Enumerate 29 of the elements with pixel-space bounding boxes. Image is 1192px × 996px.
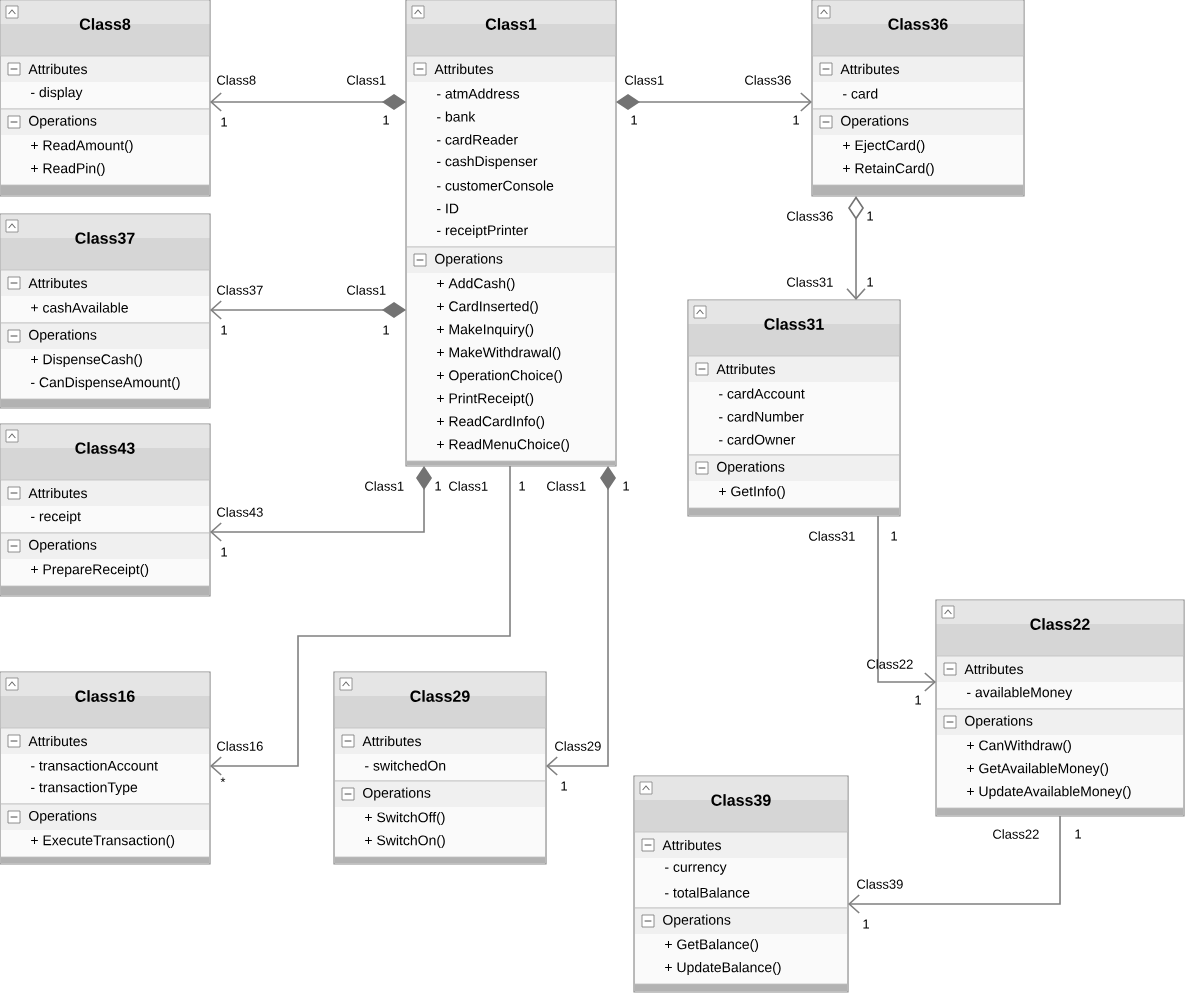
class-title: Class36	[888, 18, 948, 30]
compartment	[0, 322, 210, 400]
compartment	[0, 532, 210, 587]
compartment	[812, 108, 1024, 186]
class-title: Class1	[485, 18, 537, 30]
compartment	[634, 907, 848, 985]
association-line	[546, 466, 616, 776]
class-title: Class43	[75, 442, 135, 454]
association-line	[210, 300, 406, 320]
class-title: Class29	[410, 690, 470, 702]
association-line	[210, 92, 406, 112]
association-line	[616, 92, 812, 112]
compartment	[0, 108, 210, 186]
association-line	[877, 515, 936, 692]
compartment	[0, 803, 210, 858]
class-title: Class8	[79, 18, 131, 30]
association-line	[846, 196, 866, 300]
compartment	[936, 708, 1184, 809]
association-line	[210, 466, 432, 542]
class-title: Class31	[764, 318, 824, 330]
association-line	[210, 465, 511, 776]
class-title: Class16	[75, 690, 135, 702]
class-title: Class37	[75, 232, 135, 244]
compartment	[688, 454, 900, 509]
compartment	[406, 246, 616, 462]
association-line	[848, 815, 1061, 914]
class-title: Class22	[1030, 618, 1090, 630]
class-title: Class39	[711, 794, 771, 806]
compartment	[334, 780, 546, 858]
